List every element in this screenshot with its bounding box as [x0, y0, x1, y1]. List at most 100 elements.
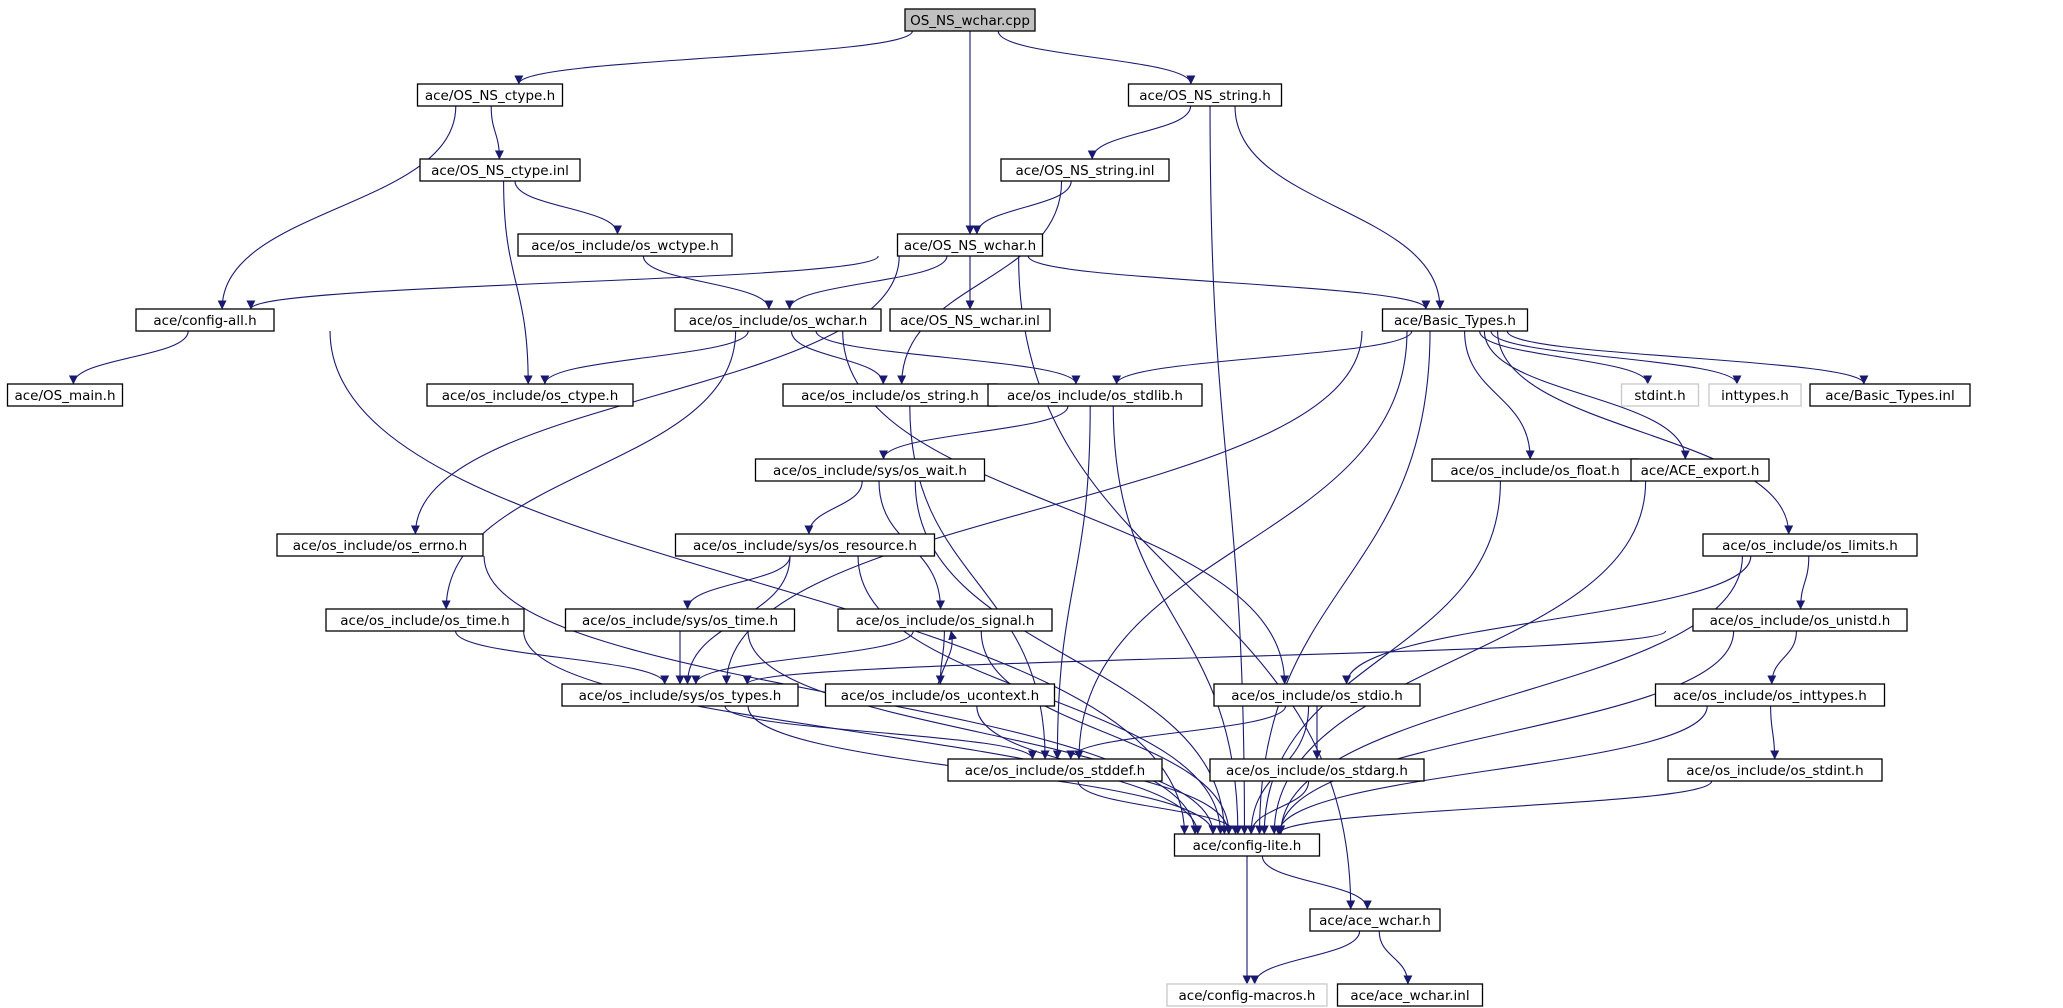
edge-os-wchar-h-to-os-stdlib-h [815, 330, 1081, 385]
edge-os-types-h-to-os-stddef-h [724, 705, 1037, 760]
node-label: ace/config-macros.h [1179, 988, 1316, 1004]
node-os-resource-h[interactable]: ace/os_include/sys/os_resource.h [674, 533, 936, 557]
node-label: ace/os_include/os_ctype.h [442, 388, 619, 404]
node-box [561, 683, 799, 707]
node-label: ace/OS_NS_string.inl [1015, 163, 1154, 179]
edge-config-lite-h-to-ace-wchar-h [1261, 855, 1372, 910]
edge-basic-types-h-to-inttypes-h [1490, 330, 1742, 385]
node-basic-types-inl[interactable]: ace/Basic_Types.inl [1809, 383, 1971, 407]
node-label: ace/OS_main.h [14, 388, 115, 404]
node-os-ucontext-h[interactable]: ace/os_include/os_ucontext.h [824, 683, 1056, 707]
node-config-all-h[interactable]: ace/config-all.h [135, 308, 275, 332]
node-config-lite-h[interactable]: ace/config-lite.h [1173, 833, 1321, 857]
node-box [1127, 83, 1283, 107]
node-os-ns-wchar-cpp[interactable]: OS_NS_wchar.cpp [904, 8, 1036, 32]
node-os-types-h[interactable]: ace/os_include/sys/os_types.h [561, 683, 799, 707]
node-box [1209, 758, 1425, 782]
node-ace-export-h[interactable]: ace/ACE_export.h [1630, 458, 1770, 482]
edge-os-stdint-h-to-config-lite-h [1274, 780, 1713, 835]
node-label: ace/os_include/os_signal.h [856, 613, 1035, 629]
node-os-ns-string-h[interactable]: ace/OS_NS_string.h [1127, 83, 1283, 107]
node-os-wait-h[interactable]: ace/os_include/sys/os_wait.h [754, 458, 986, 482]
node-label: ace/config-all.h [153, 313, 256, 329]
edge-os-stddef-h-to-config-lite-h [1077, 780, 1240, 835]
node-os-signal-h[interactable]: ace/os_include/os_signal.h [837, 608, 1053, 632]
node-label: OS_NS_wchar.cpp [910, 13, 1030, 29]
edge-os-unistd-h-to-os-inttypes-h [1767, 630, 1797, 685]
node-os-stdarg-h[interactable]: ace/os_include/os_stdarg.h [1209, 758, 1425, 782]
node-os-float-h[interactable]: ace/os_include/os_float.h [1431, 458, 1639, 482]
node-label: ace/Basic_Types.h [1394, 313, 1516, 329]
node-label: ace/os_include/os_wchar.h [689, 313, 868, 329]
edges-layer [68, 30, 1869, 985]
node-os-stddef-h[interactable]: ace/os_include/os_stddef.h [947, 758, 1163, 782]
node-box [674, 533, 936, 557]
node-label: ace/ace_wchar.h [1319, 913, 1431, 929]
node-box [754, 458, 986, 482]
node-box [1173, 833, 1321, 857]
node-sys-os-time-h[interactable]: ace/os_include/sys/os_time.h [564, 608, 796, 632]
node-stdint-h[interactable]: stdint.h [1620, 383, 1700, 407]
edge-os-limits-h-to-os-unistd-h [1796, 555, 1810, 610]
node-os-wctype-h[interactable]: ace/os_include/os_wctype.h [517, 233, 733, 257]
node-inttypes-h[interactable]: inttypes.h [1708, 383, 1802, 407]
node-label: ace/OS_NS_wchar.h [904, 238, 1036, 254]
node-ace-wchar-inl[interactable]: ace/ace_wchar.inl [1336, 983, 1484, 1007]
edge-config-all-h-to-config-lite-h [329, 330, 1189, 835]
node-label: stdint.h [1634, 388, 1685, 404]
node-os-string-h[interactable]: ace/os_include/os_string.h [782, 383, 998, 407]
edge-basic-types-h-to-os-stddef-h [1074, 330, 1408, 760]
node-label: ace/os_include/os_limits.h [1722, 538, 1898, 554]
node-box [1667, 758, 1883, 782]
edge-os-ns-ctype-inl-to-os-ctype-h [503, 180, 533, 385]
node-box [987, 383, 1203, 407]
node-os-errno-h[interactable]: ace/os_include/os_errno.h [276, 533, 484, 557]
node-os-wchar-h[interactable]: ace/os_include/os_wchar.h [674, 308, 882, 332]
edge-os-signal-h-to-os-types-h [691, 630, 914, 685]
node-os-unistd-h[interactable]: ace/os_include/os_unistd.h [1692, 608, 1908, 632]
node-label: ace/os_include/os_wctype.h [531, 238, 719, 254]
node-label: ace/os_include/os_string.h [801, 388, 979, 404]
node-box [1336, 983, 1484, 1007]
node-os-main-h[interactable]: ace/OS_main.h [6, 383, 124, 407]
node-box [419, 158, 581, 182]
node-os-inttypes-h[interactable]: ace/os_include/os_inttypes.h [1654, 683, 1886, 707]
node-os-time-h[interactable]: ace/os_include/os_time.h [325, 608, 525, 632]
node-box [1213, 683, 1421, 707]
node-ace-wchar-h[interactable]: ace/ace_wchar.h [1309, 908, 1441, 932]
node-label: ace/os_include/sys/os_types.h [579, 688, 782, 704]
node-label: ace/os_include/sys/os_time.h [582, 613, 778, 629]
node-basic-types-h[interactable]: ace/Basic_Types.h [1381, 308, 1529, 332]
edge-basic-types-h-to-basic-types-inl [1506, 330, 1869, 385]
edge-os-time-h-to-os-types-h [455, 630, 670, 685]
node-box [904, 8, 1036, 32]
edge-os-ns-wchar-h-to-ace-wchar-h [1018, 255, 1356, 910]
node-os-stdint-h[interactable]: ace/os_include/os_stdint.h [1667, 758, 1883, 782]
node-os-stdlib-h[interactable]: ace/os_include/os_stdlib.h [987, 383, 1203, 407]
node-os-ns-ctype-h[interactable]: ace/OS_NS_ctype.h [416, 83, 564, 107]
node-os-ns-ctype-inl[interactable]: ace/OS_NS_ctype.inl [419, 158, 581, 182]
node-os-ctype-h[interactable]: ace/os_include/os_ctype.h [426, 383, 634, 407]
node-box [1654, 683, 1886, 707]
edge-basic-types-h-to-config-lite-h [1254, 330, 1431, 835]
node-config-macros-h[interactable]: ace/config-macros.h [1166, 983, 1328, 1007]
edge-os-inttypes-h-to-os-stdint-h [1770, 705, 1780, 760]
node-label: ace/OS_NS_ctype.inl [431, 163, 569, 179]
node-os-limits-h[interactable]: ace/os_include/os_limits.h [1702, 533, 1918, 557]
node-os-stdio-h[interactable]: ace/os_include/os_stdio.h [1213, 683, 1421, 707]
node-label: ace/os_include/os_float.h [1450, 463, 1619, 479]
node-box [896, 233, 1044, 257]
node-label: ace/OS_NS_wchar.inl [900, 313, 1040, 329]
edge-os-stdlib-h-to-os-wait-h [879, 405, 1069, 460]
node-os-ns-wchar-h[interactable]: ace/OS_NS_wchar.h [896, 233, 1044, 257]
edge-os-ns-wchar-cpp-to-os-ns-string-h [997, 30, 1196, 85]
edge-os-wchar-h-to-os-ctype-h [540, 330, 749, 385]
edge-basic-types-h-to-os-float-h [1464, 330, 1535, 460]
node-label: ace/os_include/os_stdint.h [1686, 763, 1863, 779]
node-label: ace/os_include/sys/os_resource.h [693, 538, 917, 554]
node-os-ns-string-inl[interactable]: ace/OS_NS_string.inl [1000, 158, 1170, 182]
edge-os-wchar-h-to-os-string-h [790, 330, 888, 385]
node-os-ns-wchar-inl[interactable]: ace/OS_NS_wchar.inl [889, 308, 1051, 332]
node-box [1381, 308, 1529, 332]
edge-os-ns-string-h-to-basic-types-h [1234, 105, 1445, 310]
